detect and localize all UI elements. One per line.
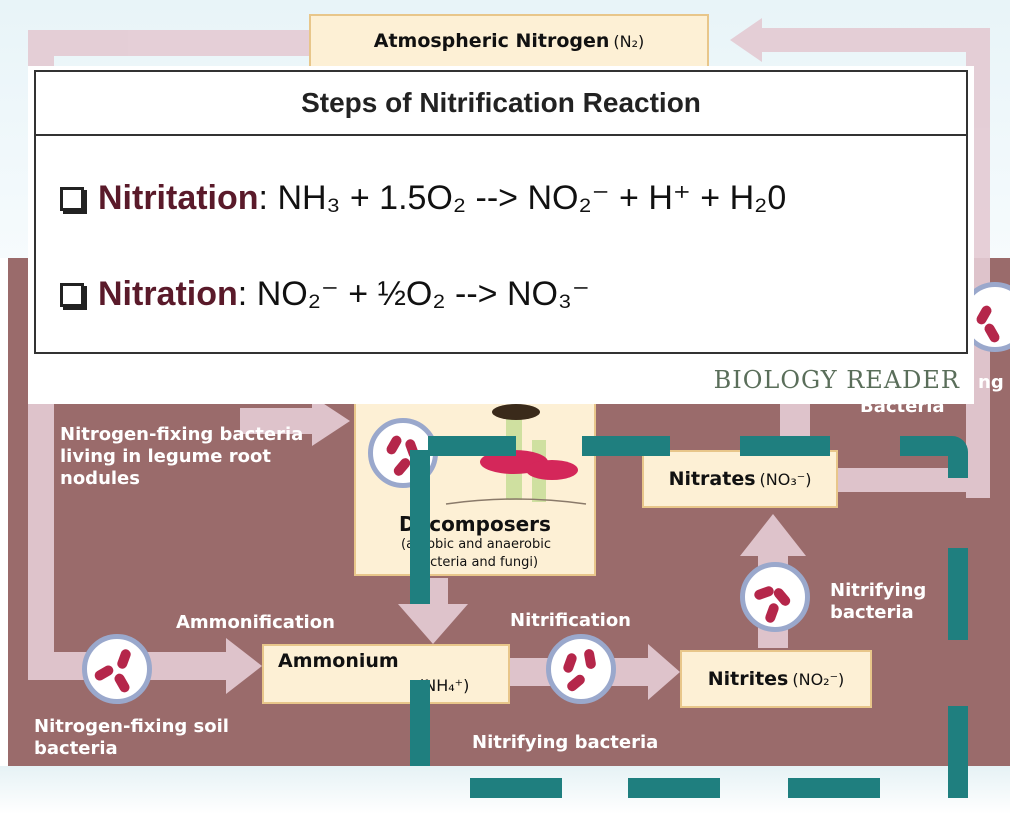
soil-bacteria-label: Nitrogen-fixing soil bacteria bbox=[34, 716, 229, 759]
bacteria-icon-nitrification bbox=[546, 634, 616, 704]
ammonium-box: Ammonium (NH₄⁺) bbox=[262, 644, 510, 704]
arrow-decomposers-head bbox=[398, 604, 468, 644]
ammonium-label: Ammonium bbox=[278, 650, 399, 672]
bacteria-icon-soil bbox=[82, 634, 152, 704]
nitritation-separator: : bbox=[258, 179, 268, 217]
decomposers-title: Decomposers bbox=[399, 512, 551, 536]
dash-segment bbox=[410, 680, 430, 766]
nitration-term: Nitration bbox=[98, 275, 238, 313]
overlay-title: Steps of Nitrification Reaction bbox=[36, 72, 966, 136]
arrow-legume-head bbox=[312, 396, 350, 446]
nitrates-formula: (NO₃⁻) bbox=[759, 469, 812, 489]
nitrification-label: Nitrification bbox=[510, 610, 631, 631]
arrow-top-right-head bbox=[730, 18, 762, 62]
nitrates-label: Nitrates bbox=[668, 468, 756, 490]
dash-segment bbox=[900, 436, 968, 456]
nitritation-equation-row: Nitritation: NH₃ + 1.5O₂ --> NO₂⁻ + H⁺ +… bbox=[60, 178, 786, 218]
ammonium-formula: (NH₄⁺) bbox=[418, 676, 470, 695]
arrow-nitrites-up-head bbox=[740, 514, 806, 556]
dash-segment bbox=[740, 436, 830, 456]
nitritation-term: Nitritation bbox=[98, 179, 259, 217]
dash-segment bbox=[410, 450, 430, 604]
dash-segment bbox=[788, 778, 880, 798]
atmospheric-nitrogen-box: Atmospheric Nitrogen (N₂) bbox=[309, 14, 709, 68]
dash-segment bbox=[948, 548, 968, 640]
mushroom-icon bbox=[445, 404, 587, 505]
nitritation-equation: NH₃ + 1.5O₂ --> NO₂⁻ + H⁺ + H₂0 bbox=[277, 179, 787, 217]
nitrites-label: Nitrites bbox=[707, 668, 789, 690]
nitration-separator: : bbox=[237, 275, 248, 313]
ammonification-label: Ammonification bbox=[176, 612, 335, 633]
partial-right-label-top: ng bbox=[978, 372, 1004, 393]
nitrites-box: Nitrites (NO₂⁻) bbox=[680, 650, 872, 708]
arrow-top-right bbox=[760, 28, 990, 52]
legume-bacteria-label: Nitrogen-fixing bacteria living in legum… bbox=[60, 424, 304, 489]
arrow-nitrites-head bbox=[648, 644, 680, 700]
dash-segment bbox=[628, 778, 720, 798]
dash-segment bbox=[582, 436, 670, 456]
nitrification-overlay-card: Steps of Nitrification Reaction Nitritat… bbox=[28, 66, 974, 404]
decomposers-subtitle: (aerobic and anaerobic bacteria and fung… bbox=[401, 537, 551, 570]
checkbox-icon bbox=[60, 187, 84, 211]
dash-segment bbox=[428, 436, 516, 456]
checkbox-icon bbox=[60, 283, 84, 307]
nitrifying-bacteria-bottom-label: Nitrifying bacteria bbox=[472, 732, 659, 753]
overlay-frame: Steps of Nitrification Reaction Nitritat… bbox=[34, 70, 968, 354]
nitrifying-bacteria-right-label: Nitrifying bacteria bbox=[830, 580, 927, 623]
atmospheric-nitrogen-formula: (N₂) bbox=[613, 31, 645, 51]
biology-reader-watermark: BIOLOGY READER bbox=[713, 366, 960, 394]
nitration-equation-row: Nitration: NO₂⁻ + ½O₂ --> NO₃⁻ bbox=[60, 274, 590, 314]
bacteria-icon-nitrifying-right bbox=[740, 562, 810, 632]
nitration-equation: NO₂⁻ + ½O₂ --> NO₃⁻ bbox=[256, 275, 590, 313]
atmospheric-nitrogen-label: Atmospheric Nitrogen bbox=[373, 30, 610, 52]
arrow-to-ammonium bbox=[226, 638, 262, 694]
dash-segment bbox=[470, 778, 562, 798]
nitrates-box: Nitrates (NO₃⁻) bbox=[642, 450, 838, 508]
nitrites-formula: (NO₂⁻) bbox=[792, 669, 845, 689]
dash-segment bbox=[948, 456, 968, 478]
arrow-legume-to-decomposers bbox=[240, 408, 315, 434]
dash-segment bbox=[948, 706, 968, 798]
arrow-top-left bbox=[28, 30, 313, 56]
